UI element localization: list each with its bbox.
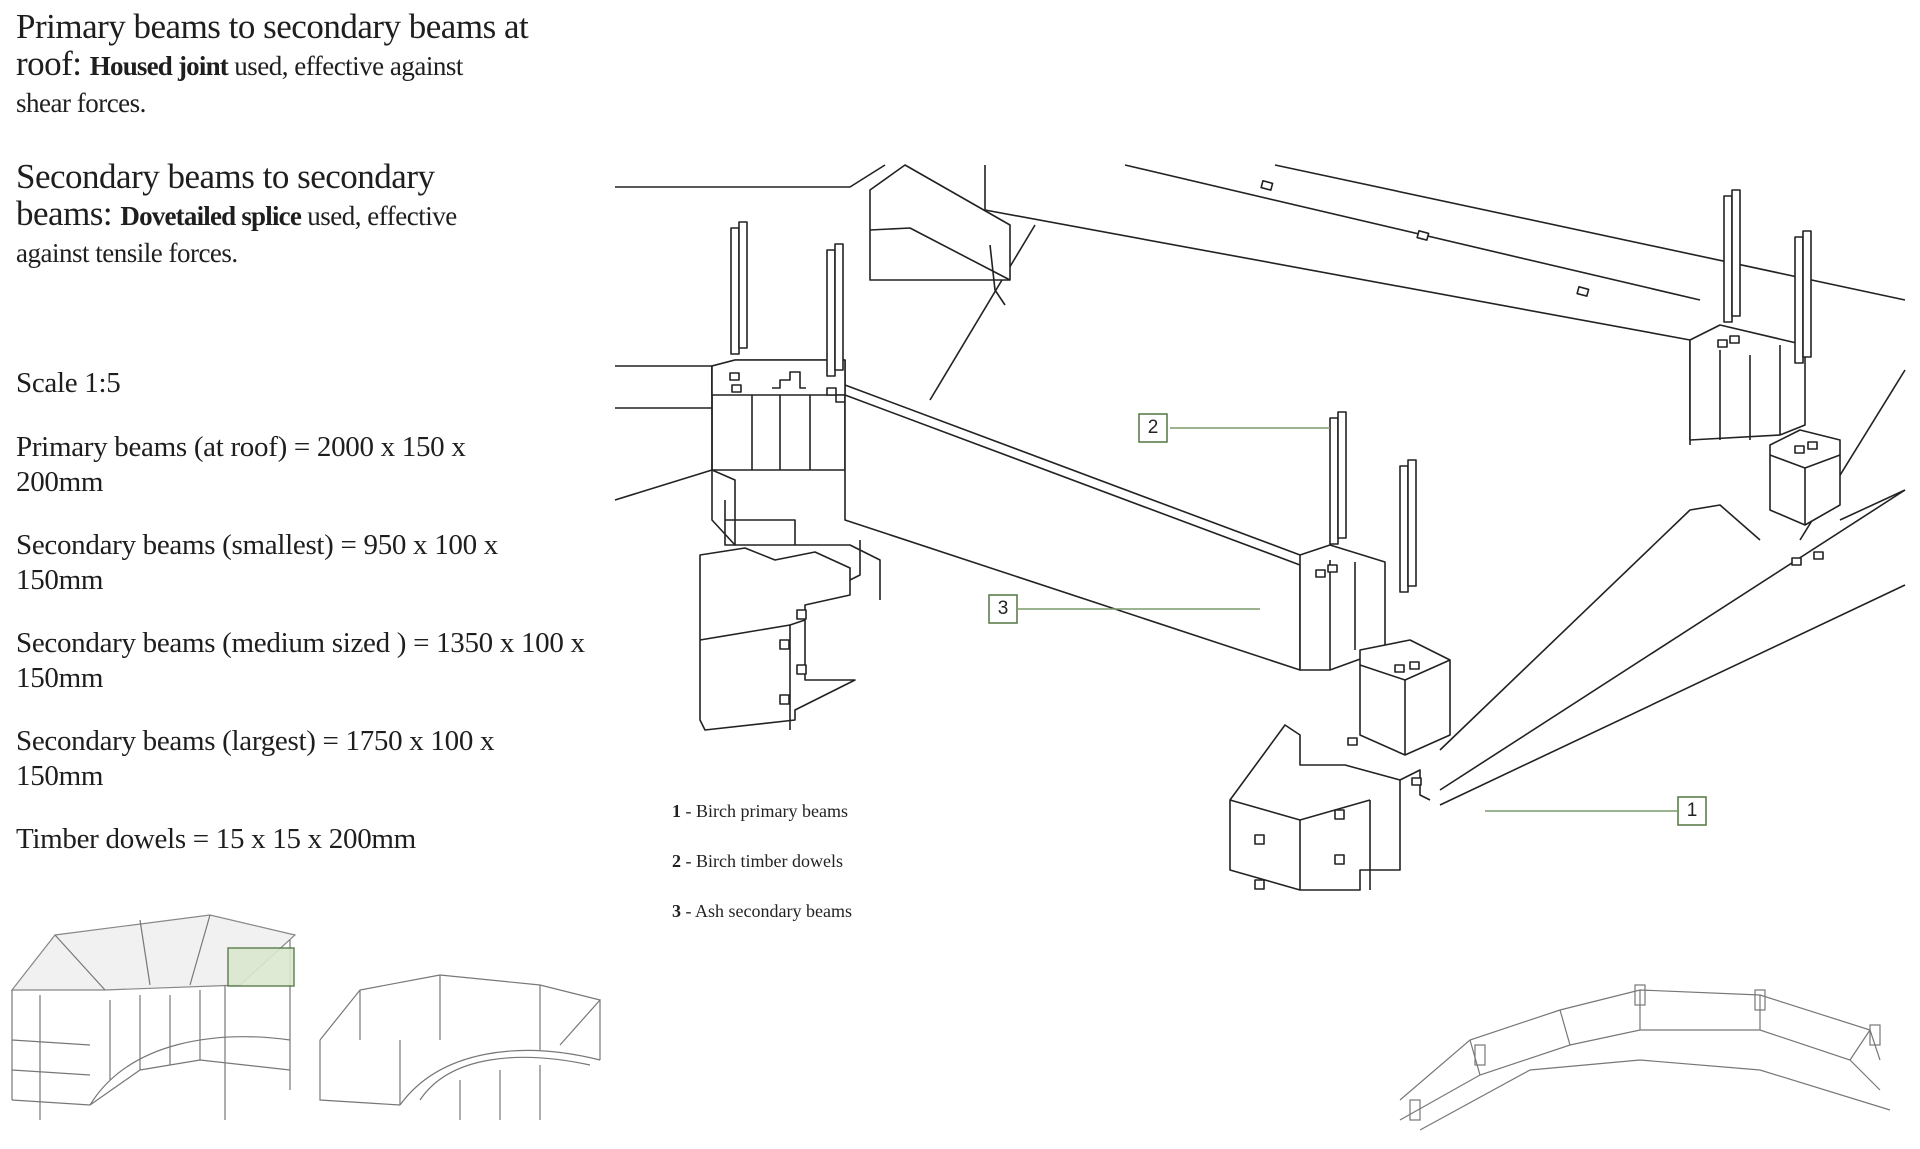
left-beam-stub xyxy=(614,164,886,501)
thumbnail-pavilion-roof xyxy=(10,914,297,1120)
legend-text-2: - Birch timber dowels xyxy=(681,851,843,871)
callout-1 xyxy=(1485,796,1707,826)
spec-dowels: Timber dowels = 15 x 15 x 200mm xyxy=(16,823,416,855)
legend-item-1: 1 - Birch primary beams xyxy=(672,801,848,822)
spec-secondary-medium: Secondary beams (medium sized ) = 1350 x… xyxy=(16,627,585,694)
heading2-line2: beams: Dovetailed splice used, effective xyxy=(16,195,606,235)
secondary-beam-center xyxy=(844,384,1451,891)
dowels-top-left xyxy=(730,221,844,377)
heading2-joint: Dovetailed splice xyxy=(120,201,302,231)
callout-label-3: 3 xyxy=(997,598,1009,619)
dowels-right xyxy=(1723,189,1812,364)
scale-text: Scale 1:5 xyxy=(16,367,121,399)
heading1-line2: roof: Housed joint used, effective again… xyxy=(16,45,606,85)
heading1-joint: Housed joint xyxy=(89,51,229,81)
housed-joint-right xyxy=(1689,324,1841,566)
thumbnail-pavilion-frame xyxy=(319,974,602,1120)
spec-secondary-small: Secondary beams (smallest) = 950 x 100 x… xyxy=(16,529,498,596)
heading2-rest1: used, effective xyxy=(301,201,457,231)
dowels-center xyxy=(1329,411,1417,593)
legend-text-1: - Birch primary beams xyxy=(681,801,848,821)
housed-joint-upper-left xyxy=(699,164,1011,731)
legend-text-3: - Ash secondary beams xyxy=(681,901,852,921)
heading2-rest2: against tensile forces. xyxy=(16,238,238,268)
heading1-lead: roof: xyxy=(16,44,90,83)
callout-label-2: 2 xyxy=(1147,417,1159,438)
legend-num-2: 2 xyxy=(672,851,681,871)
spec-secondary-large: Secondary beams (largest) = 1750 x 100 x… xyxy=(16,725,495,792)
heading-primary-to-secondary: Primary beams to secondary beams at roof… xyxy=(16,8,606,122)
heading1-line1: Primary beams to secondary beams at xyxy=(16,7,529,46)
spec-primary: Primary beams (at roof) = 2000 x 150 x 2… xyxy=(16,431,466,498)
heading1-rest2: shear forces. xyxy=(16,88,146,118)
heading-secondary-to-secondary: Secondary beams to secondary beams: Dove… xyxy=(16,158,606,272)
heading2-lead: beams: xyxy=(16,194,121,233)
callout-2 xyxy=(1138,413,1330,443)
heading2-line1: Secondary beams to secondary xyxy=(16,157,435,196)
legend-item-3: 3 - Ash secondary beams xyxy=(672,901,852,922)
thumbnail-beam-ring xyxy=(1399,984,1891,1131)
heading1-rest1: used, effective against xyxy=(227,51,463,81)
legend-item-2: 2 - Birch timber dowels xyxy=(672,851,843,872)
legend-num-3: 3 xyxy=(672,901,681,921)
lower-primary-beam xyxy=(1439,369,1906,806)
legend-num-1: 1 xyxy=(672,801,681,821)
callout-3 xyxy=(988,594,1260,624)
callout-label-1: 1 xyxy=(1686,800,1698,821)
